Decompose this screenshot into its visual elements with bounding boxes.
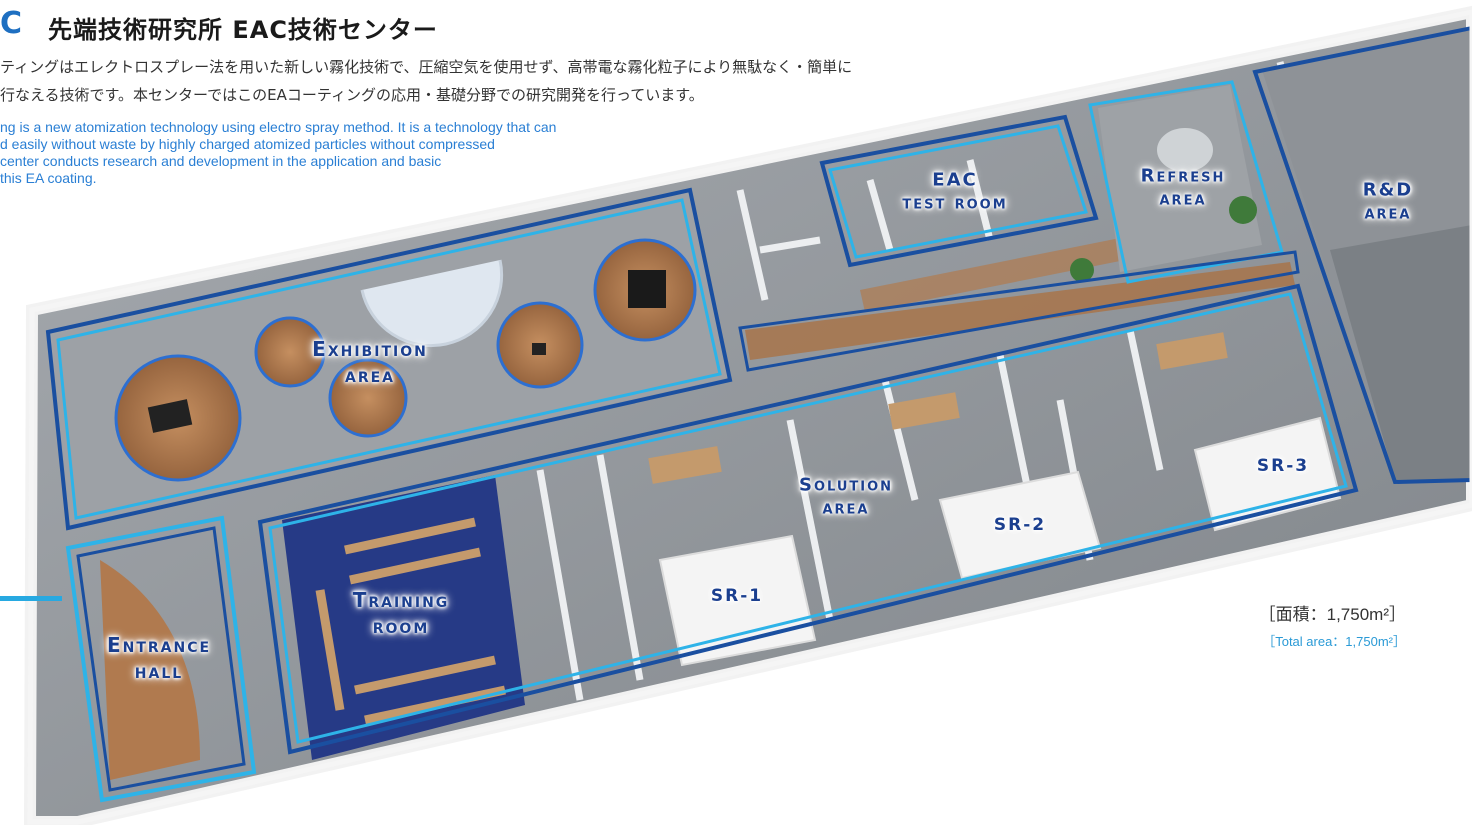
exhibit-stand xyxy=(254,316,326,388)
entrance-hall-outline xyxy=(65,515,257,803)
description-en-line2: d easily without waste by highly charged… xyxy=(0,136,495,152)
page-title: 先端技術研究所 EAC技術センター xyxy=(48,16,438,44)
description-en-line1: ng is a new atomization technology using… xyxy=(0,119,557,135)
rnd-area-outline xyxy=(1252,25,1472,485)
sr2-block xyxy=(938,470,1102,580)
description-jp-line2: 行なえる技術です。本センターではこのEAコーティングの応用・基礎分野での研究開発… xyxy=(0,86,704,104)
corridor-outline xyxy=(738,250,1300,372)
meeting-tables xyxy=(648,332,1228,484)
refresh-area-outline xyxy=(1088,80,1284,284)
total-area-en: ［Total area：1,750m²］ xyxy=(1262,634,1406,649)
entrance-floor xyxy=(100,560,200,780)
training-carpet xyxy=(282,475,525,760)
sr2-label: SR-2 xyxy=(993,514,1047,535)
solution-area-outline xyxy=(257,283,1359,755)
total-area-jp: ［面積：1,750m²］ xyxy=(1258,605,1406,624)
exhibition-outline xyxy=(45,187,733,531)
corridor-wood xyxy=(745,262,1295,360)
corridor-wood-2 xyxy=(860,238,1125,312)
description-jp-line1: ティングはエレクトロスプレー法を用いた新しい霧化技術で、圧縮空気を使用せず、高帯… xyxy=(0,58,853,76)
description-en-line4: this EA coating. xyxy=(0,170,97,186)
description-en-line3: center conducts research and development… xyxy=(0,153,442,169)
brand-mark: C xyxy=(0,6,23,41)
sr1-label: SR-1 xyxy=(710,585,764,606)
exhibit-stand xyxy=(328,358,408,438)
sr3-label: SR-3 xyxy=(1256,455,1310,476)
total-area-note: ［面積：1,750m²］ ［Total area：1,750m²］ xyxy=(1259,600,1406,650)
connector-line xyxy=(0,596,62,601)
eac-test-room-outline xyxy=(819,114,1099,268)
